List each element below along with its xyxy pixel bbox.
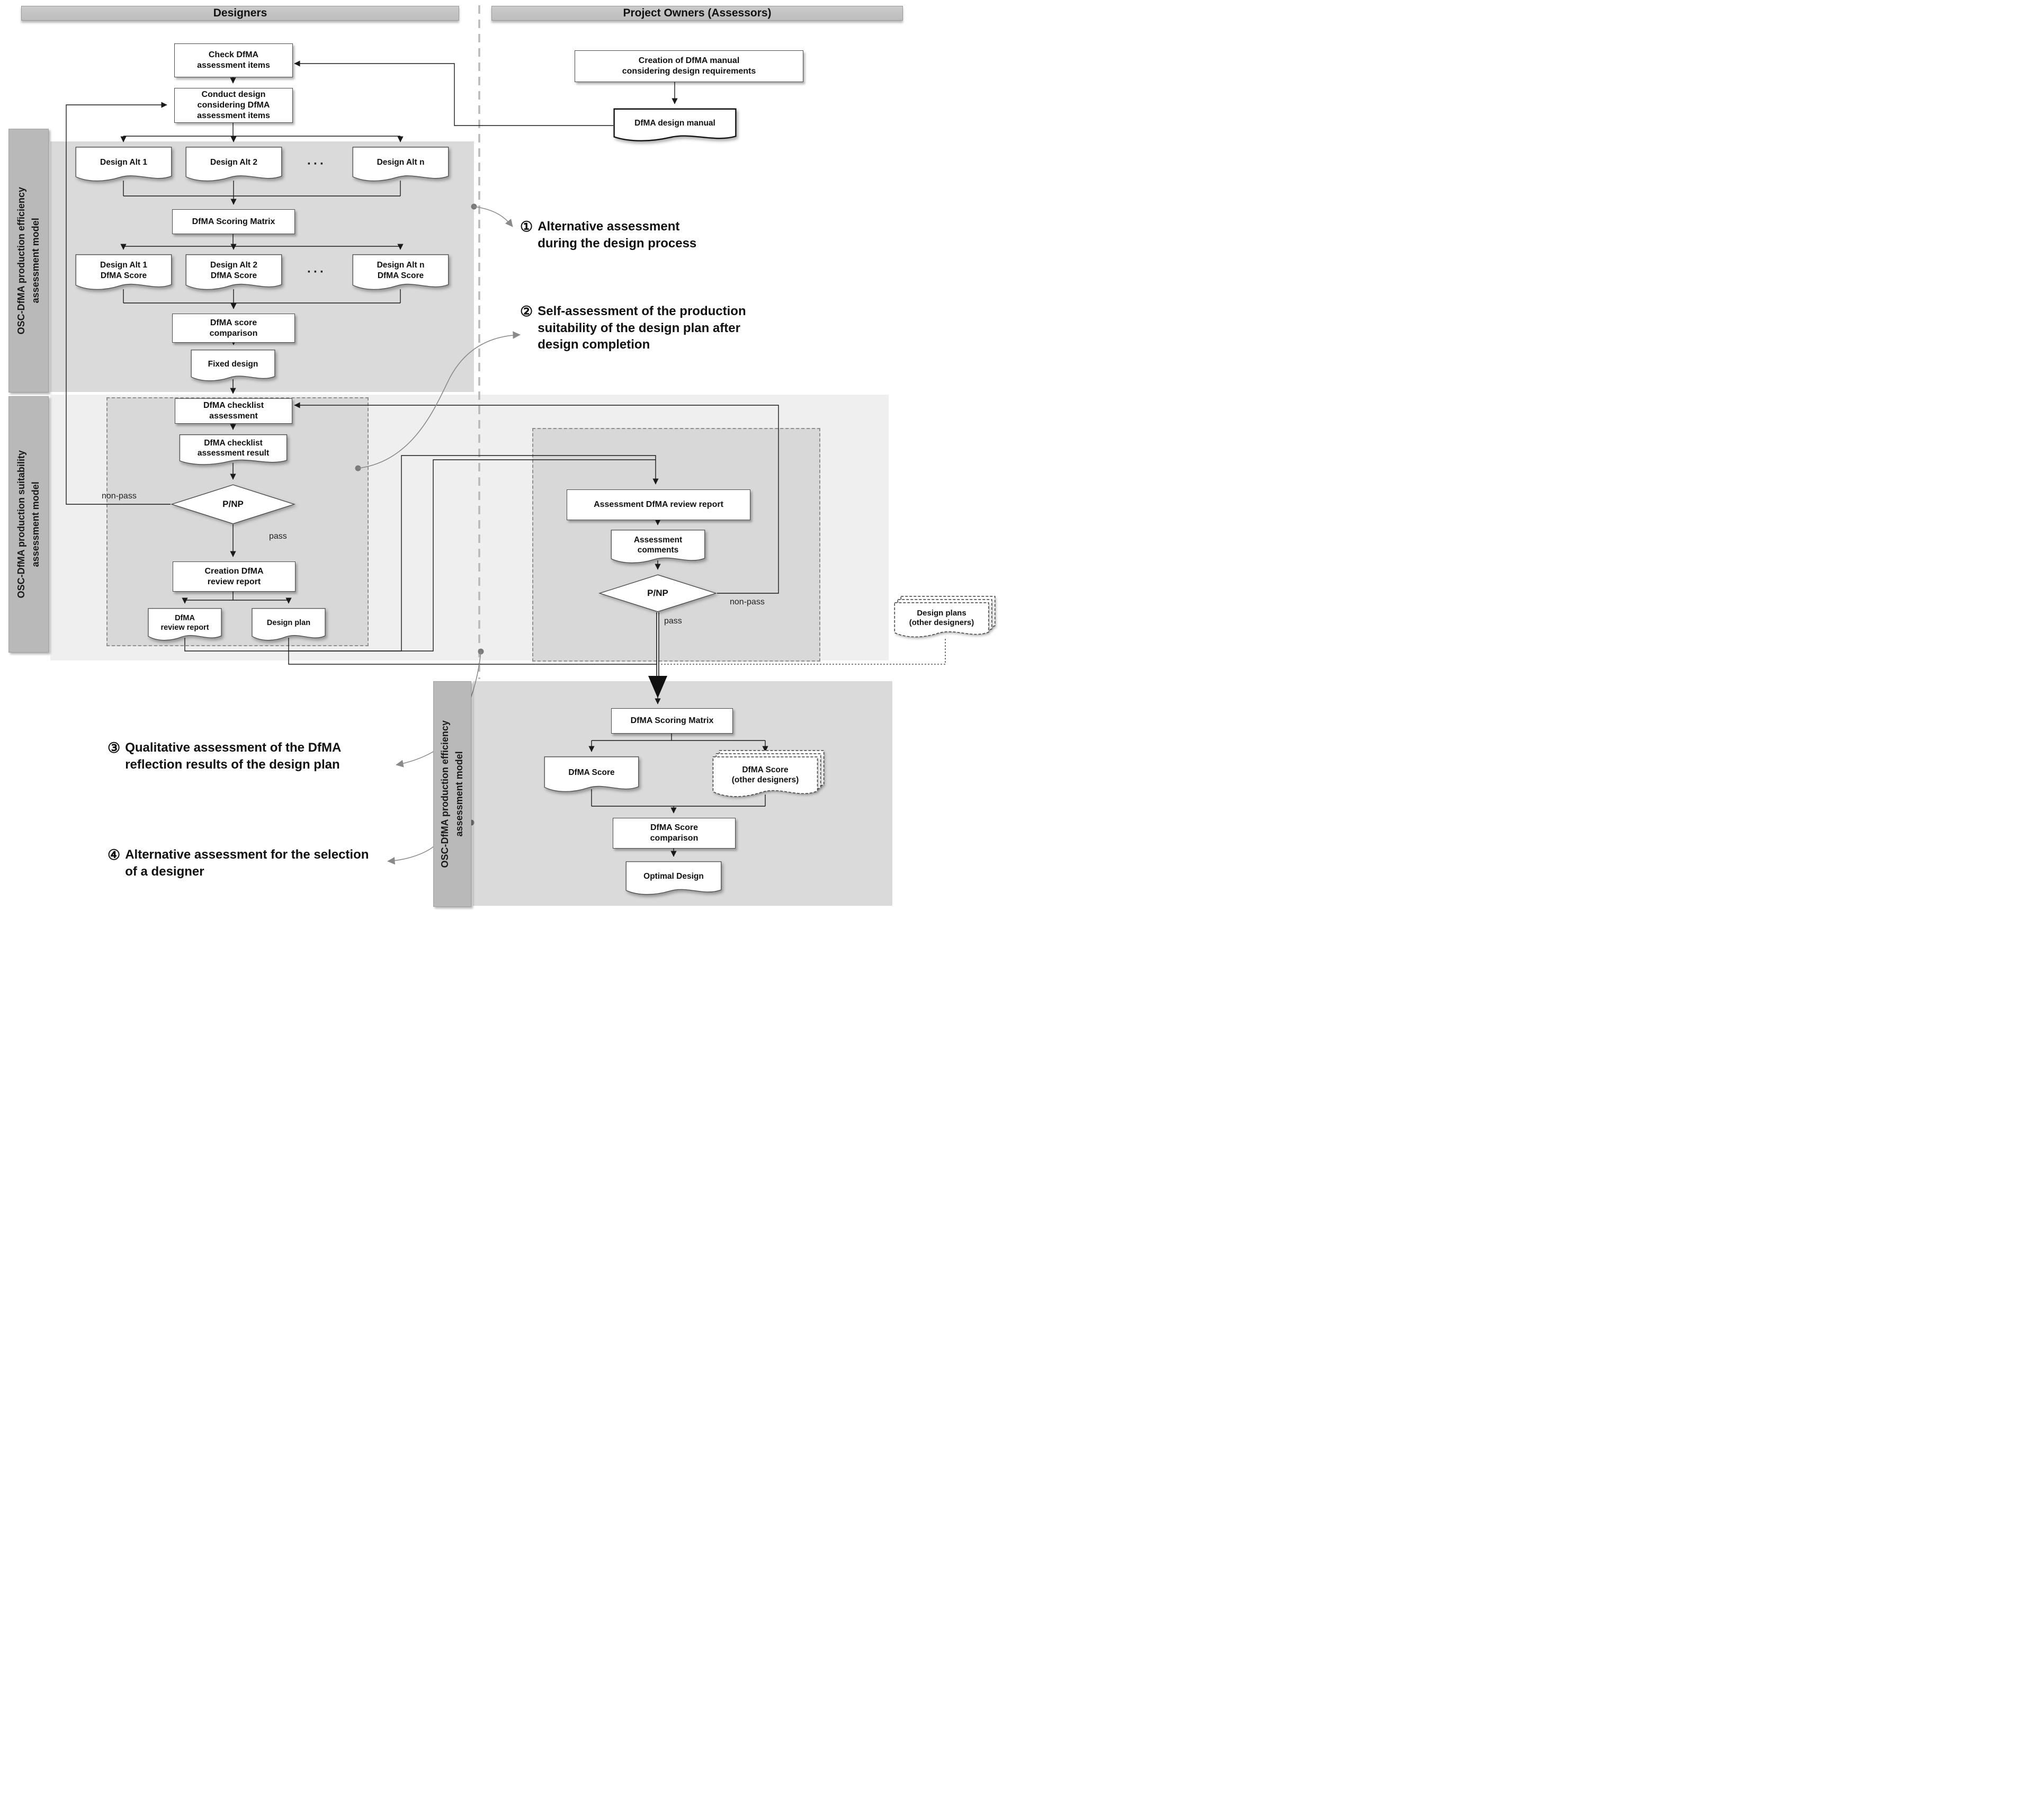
doc-dfma-design-manual: DfMA design manual	[613, 109, 737, 142]
doc-design-plan: Design plan	[252, 608, 326, 642]
document-shape	[352, 147, 449, 183]
annotation-1: ① Alternative assessment during the desi…	[520, 218, 696, 252]
label-pass-designer: pass	[269, 532, 287, 541]
doc-dfma-score-other: DfMA Score (other designers)	[712, 756, 818, 799]
label-nonpass-assessor: non-pass	[730, 597, 765, 606]
label-pass-assessor: pass	[664, 617, 682, 626]
doc-altn-score: Design Alt n DfMA Score	[352, 254, 449, 291]
callout-line-1	[473, 206, 513, 227]
decision-pnp-assessor: P/NP	[598, 574, 717, 612]
edges-alternatives	[120, 122, 404, 394]
node-score-comparison-1: DfMA score comparison	[172, 314, 295, 343]
annotation-1-text: Alternative assessment during the design…	[538, 219, 697, 251]
edges-top-flow	[66, 60, 678, 505]
doc-fixed-design: Fixed design	[191, 350, 275, 382]
doc-optimal-design: Optimal Design	[625, 861, 722, 896]
document-shape	[611, 530, 705, 565]
node-check-items: Check DfMA assessment items	[174, 43, 293, 77]
annotation-3-text: Qualitative assessment of the DfMA refle…	[125, 741, 342, 772]
connector-layer	[66, 5, 946, 865]
decision-pnp-designer: P/NP	[171, 484, 296, 524]
label-nonpass-designer: non-pass	[102, 492, 137, 501]
document-shape	[625, 861, 722, 896]
lane-owners-label: Project Owners (Assessors)	[623, 7, 772, 19]
doc-assessment-comments: Assessment comments	[611, 530, 705, 565]
edges-efficiency-bottom	[588, 733, 768, 857]
document-shape	[179, 434, 288, 466]
annotation-4-number: ④	[108, 847, 121, 863]
lane-header-owners: Project Owners (Assessors)	[491, 6, 903, 21]
edge-other-design-plans	[661, 639, 946, 665]
doc-dfma-review-report: DfMA review report	[148, 608, 222, 642]
doc-checklist-result: DfMA checklist assessment result	[179, 434, 288, 466]
node-assessment-review-report: Assessment DfMA review report	[567, 489, 750, 520]
document-shape	[75, 254, 172, 291]
ellipsis-scores: ···	[307, 265, 326, 279]
document-shape	[185, 254, 282, 291]
doc-dfma-score: DfMA Score	[544, 756, 639, 793]
ellipsis-alts: ···	[307, 157, 326, 171]
document-shape	[185, 147, 282, 183]
sidebar-suitability: OSC-DfMA production suitability assessme…	[8, 396, 49, 653]
node-manual-creation: Creation of DfMA manual considering desi…	[575, 50, 803, 82]
diamond-shape	[598, 574, 717, 612]
doc-design-plans-other: Design plans (other designers)	[894, 602, 989, 639]
sidebar-suitability-label: OSC-DfMA production suitability assessme…	[16, 450, 41, 599]
annotation-4: ④ Alternative assessment for the selecti…	[108, 846, 369, 880]
document-shape	[613, 109, 737, 142]
annotation-2-number: ②	[520, 304, 533, 319]
document-shape	[712, 756, 818, 799]
annotation-1-number: ①	[520, 219, 533, 235]
lane-header-designers: Designers	[21, 6, 459, 21]
sidebar-efficiency-top: OSC-DfMA production efficiency assessmen…	[8, 129, 49, 392]
doc-design-alt-2: Design Alt 2	[185, 147, 282, 183]
edge-pass-trunk	[648, 612, 667, 704]
annotation-2: ② Self-assessment of the production suit…	[520, 303, 746, 353]
annotation-3: ③ Qualitative assessment of the DfMA ref…	[108, 739, 341, 773]
lane-designers-label: Designers	[213, 7, 267, 19]
sidebar-efficiency-bottom-label: OSC-DfMA production efficiency assessmen…	[440, 720, 464, 868]
node-scoring-matrix-1: DfMA Scoring Matrix	[172, 209, 295, 234]
diamond-shape	[171, 484, 296, 524]
edges-suitability-designer	[182, 423, 659, 665]
annotation-4-text: Alternative assessment for the selection…	[125, 847, 369, 879]
callout-line-2	[357, 331, 521, 469]
flowchart-canvas: Designers Project Owners (Assessors) OSC…	[0, 0, 1011, 910]
sidebar-efficiency-top-label: OSC-DfMA production efficiency assessmen…	[16, 186, 41, 335]
document-shape	[352, 254, 449, 291]
node-scoring-matrix-2: DfMA Scoring Matrix	[611, 708, 733, 734]
document-shape	[75, 147, 172, 183]
document-shape	[894, 602, 989, 639]
node-creation-review-report: Creation DfMA review report	[173, 561, 296, 592]
node-conduct-design: Conduct design considering DfMA assessme…	[174, 88, 293, 123]
document-shape	[191, 350, 275, 382]
doc-design-alt-1: Design Alt 1	[75, 147, 172, 183]
document-shape	[544, 756, 639, 793]
node-score-comparison-2: DfMA Score comparison	[613, 818, 736, 849]
doc-design-alt-n: Design Alt n	[352, 147, 449, 183]
node-checklist-assessment: DfMA checklist assessment	[175, 398, 292, 424]
annotation-3-number: ③	[108, 740, 121, 756]
document-shape	[148, 608, 222, 642]
doc-alt1-score: Design Alt 1 DfMA Score	[75, 254, 172, 291]
sidebar-efficiency-bottom: OSC-DfMA production efficiency assessmen…	[433, 681, 471, 907]
annotation-2-text: Self-assessment of the production suitab…	[538, 304, 746, 352]
document-shape	[252, 608, 326, 642]
doc-alt2-score: Design Alt 2 DfMA Score	[185, 254, 282, 291]
